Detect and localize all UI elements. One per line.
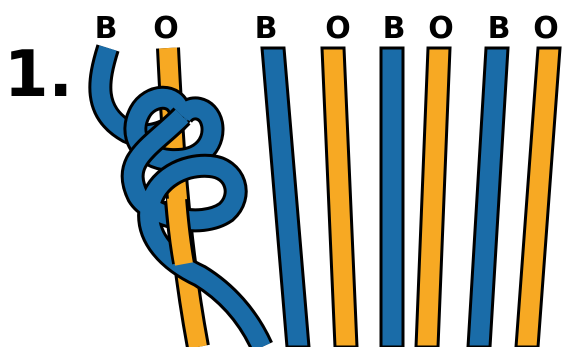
strand-label: O <box>153 11 179 46</box>
blue-strand <box>262 48 309 347</box>
step-number: 1. <box>4 38 73 112</box>
knotted-pair <box>100 48 262 347</box>
orange-strand <box>322 48 357 347</box>
strand-label: B <box>488 11 511 46</box>
straight-strands <box>262 48 560 347</box>
strand-label: B <box>95 11 118 46</box>
orange-overlap <box>176 198 184 264</box>
orange-strand <box>516 48 560 347</box>
strand-labels: B O B O B O B O <box>95 11 559 46</box>
blue-strand <box>381 48 403 347</box>
strand-label: O <box>533 11 559 46</box>
strand-label: B <box>383 11 406 46</box>
strand-label: B <box>255 11 278 46</box>
orange-strand <box>416 48 450 347</box>
strand-label: O <box>428 11 454 46</box>
blue-strand <box>468 48 508 347</box>
strand-label: O <box>325 11 351 46</box>
